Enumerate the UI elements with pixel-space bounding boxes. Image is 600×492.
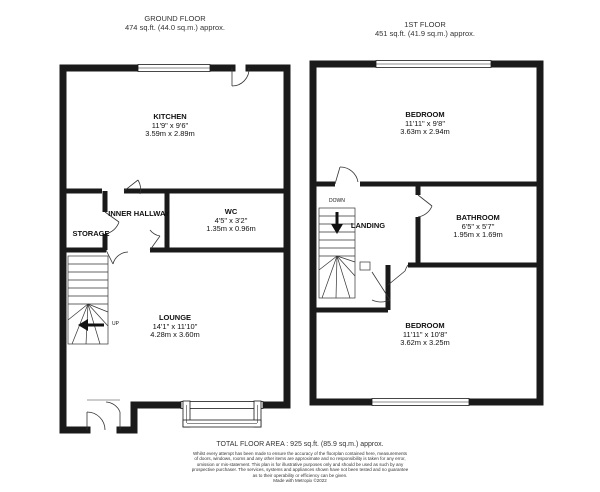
room-bedroom-1: BEDROOM 11'11" x 9'8" 3.63m x 2.94m [375, 110, 475, 137]
room-metric: 1.95m x 1.69m [453, 230, 503, 240]
lounge-bay-window [180, 400, 264, 428]
room-kitchen: KITCHEN 11'9" x 9'6" 3.59m x 2.89m [120, 112, 220, 139]
room-imperial: 11'11" x 10'8" [402, 329, 448, 339]
room-metric: 4.28m x 3.60m [150, 330, 200, 340]
disclaimer-line: Made with Metropix ©2022 [273, 478, 327, 484]
room-name: INNER HALLWAY [108, 209, 170, 218]
disclaimer-line: Whilst every attempt has been made to en… [192, 451, 408, 456]
disclaimer-line: prospective purchaser. The services, sys… [191, 467, 409, 473]
ground-stairs [67, 255, 109, 345]
front-door [86, 399, 121, 431]
ground-floor-plan [59, 64, 291, 434]
room-name: BEDROOM [405, 110, 445, 119]
room-inner-hallway: INNER HALLWAY [104, 209, 174, 219]
disclaimer: Whilst every attempt has been made to en… [150, 451, 450, 483]
room-name: LANDING [350, 221, 386, 230]
room-bathroom: BATHROOM 6'5" x 5'7" 1.95m x 1.69m [438, 213, 518, 240]
stair-up-label: UP [112, 321, 119, 327]
room-name: BATHROOM [456, 213, 500, 222]
room-storage: STORAGE [67, 229, 115, 239]
bedroom-window-bottom [371, 398, 470, 406]
kitchen-window [137, 64, 211, 72]
first-floor-plan [309, 60, 544, 406]
up-arrow-icon [78, 319, 104, 331]
disclaimer-line: of doors, windows, rooms and any other i… [194, 456, 406, 462]
first-floor-area: 451 sq.ft. (41.9 sq.m.) approx. [374, 29, 476, 38]
room-bedroom-2: BEDROOM 11'11" x 10'8" 3.62m x 3.25m [375, 321, 475, 348]
room-imperial: 14'1" x 11'10" [152, 321, 198, 331]
first-floor-doors [334, 166, 433, 303]
room-imperial: 11'11" x 9'8" [404, 118, 446, 128]
room-metric: 1.35m x 0.96m [206, 224, 256, 234]
room-name: KITCHEN [153, 112, 187, 121]
room-name: WC [224, 207, 238, 216]
room-wc: WC 4'5" x 3'2" 1.35m x 0.96m [186, 207, 276, 234]
stair-down-label: DOWN [329, 198, 345, 204]
room-name: LOUNGE [158, 313, 192, 322]
ground-floor-header: GROUND FLOOR 474 sq.ft. (44.0 sq.m.) app… [100, 14, 250, 32]
kitchen-door [231, 67, 250, 87]
room-imperial: 11'9" x 9'6" [151, 120, 189, 130]
room-lounge: LOUNGE 14'1" x 11'10" 4.28m x 3.60m [130, 313, 220, 340]
ground-floor-title: GROUND FLOOR [144, 14, 206, 23]
room-metric: 3.59m x 2.89m [145, 129, 195, 139]
disclaimer-line: as to their operability or efficiency ca… [252, 472, 348, 478]
first-floor-header: 1ST FLOOR 451 sq.ft. (41.9 sq.m.) approx… [350, 20, 500, 38]
ground-floor-area: 474 sq.ft. (44.0 sq.m.) approx. [124, 23, 226, 32]
room-metric: 3.62m x 3.25m [400, 338, 450, 348]
total-floor-area: TOTAL FLOOR AREA : 925 sq.ft. (85.9 sq.m… [216, 441, 384, 448]
room-landing: LANDING [343, 221, 393, 231]
room-name: STORAGE [72, 229, 110, 238]
down-arrow-icon [331, 212, 343, 234]
first-floor-title: 1ST FLOOR [404, 20, 446, 29]
disclaimer-line: omission or mis-statement. This plan is … [196, 461, 404, 467]
hallway-doors [104, 179, 161, 265]
first-floor-stairs [318, 207, 371, 299]
room-imperial: 6'5" x 5'7" [461, 221, 495, 231]
bedroom-window-top [375, 60, 492, 68]
room-name: BEDROOM [405, 321, 445, 330]
room-imperial: 4'5" x 3'2" [214, 215, 248, 225]
room-metric: 3.63m x 2.94m [400, 127, 450, 137]
